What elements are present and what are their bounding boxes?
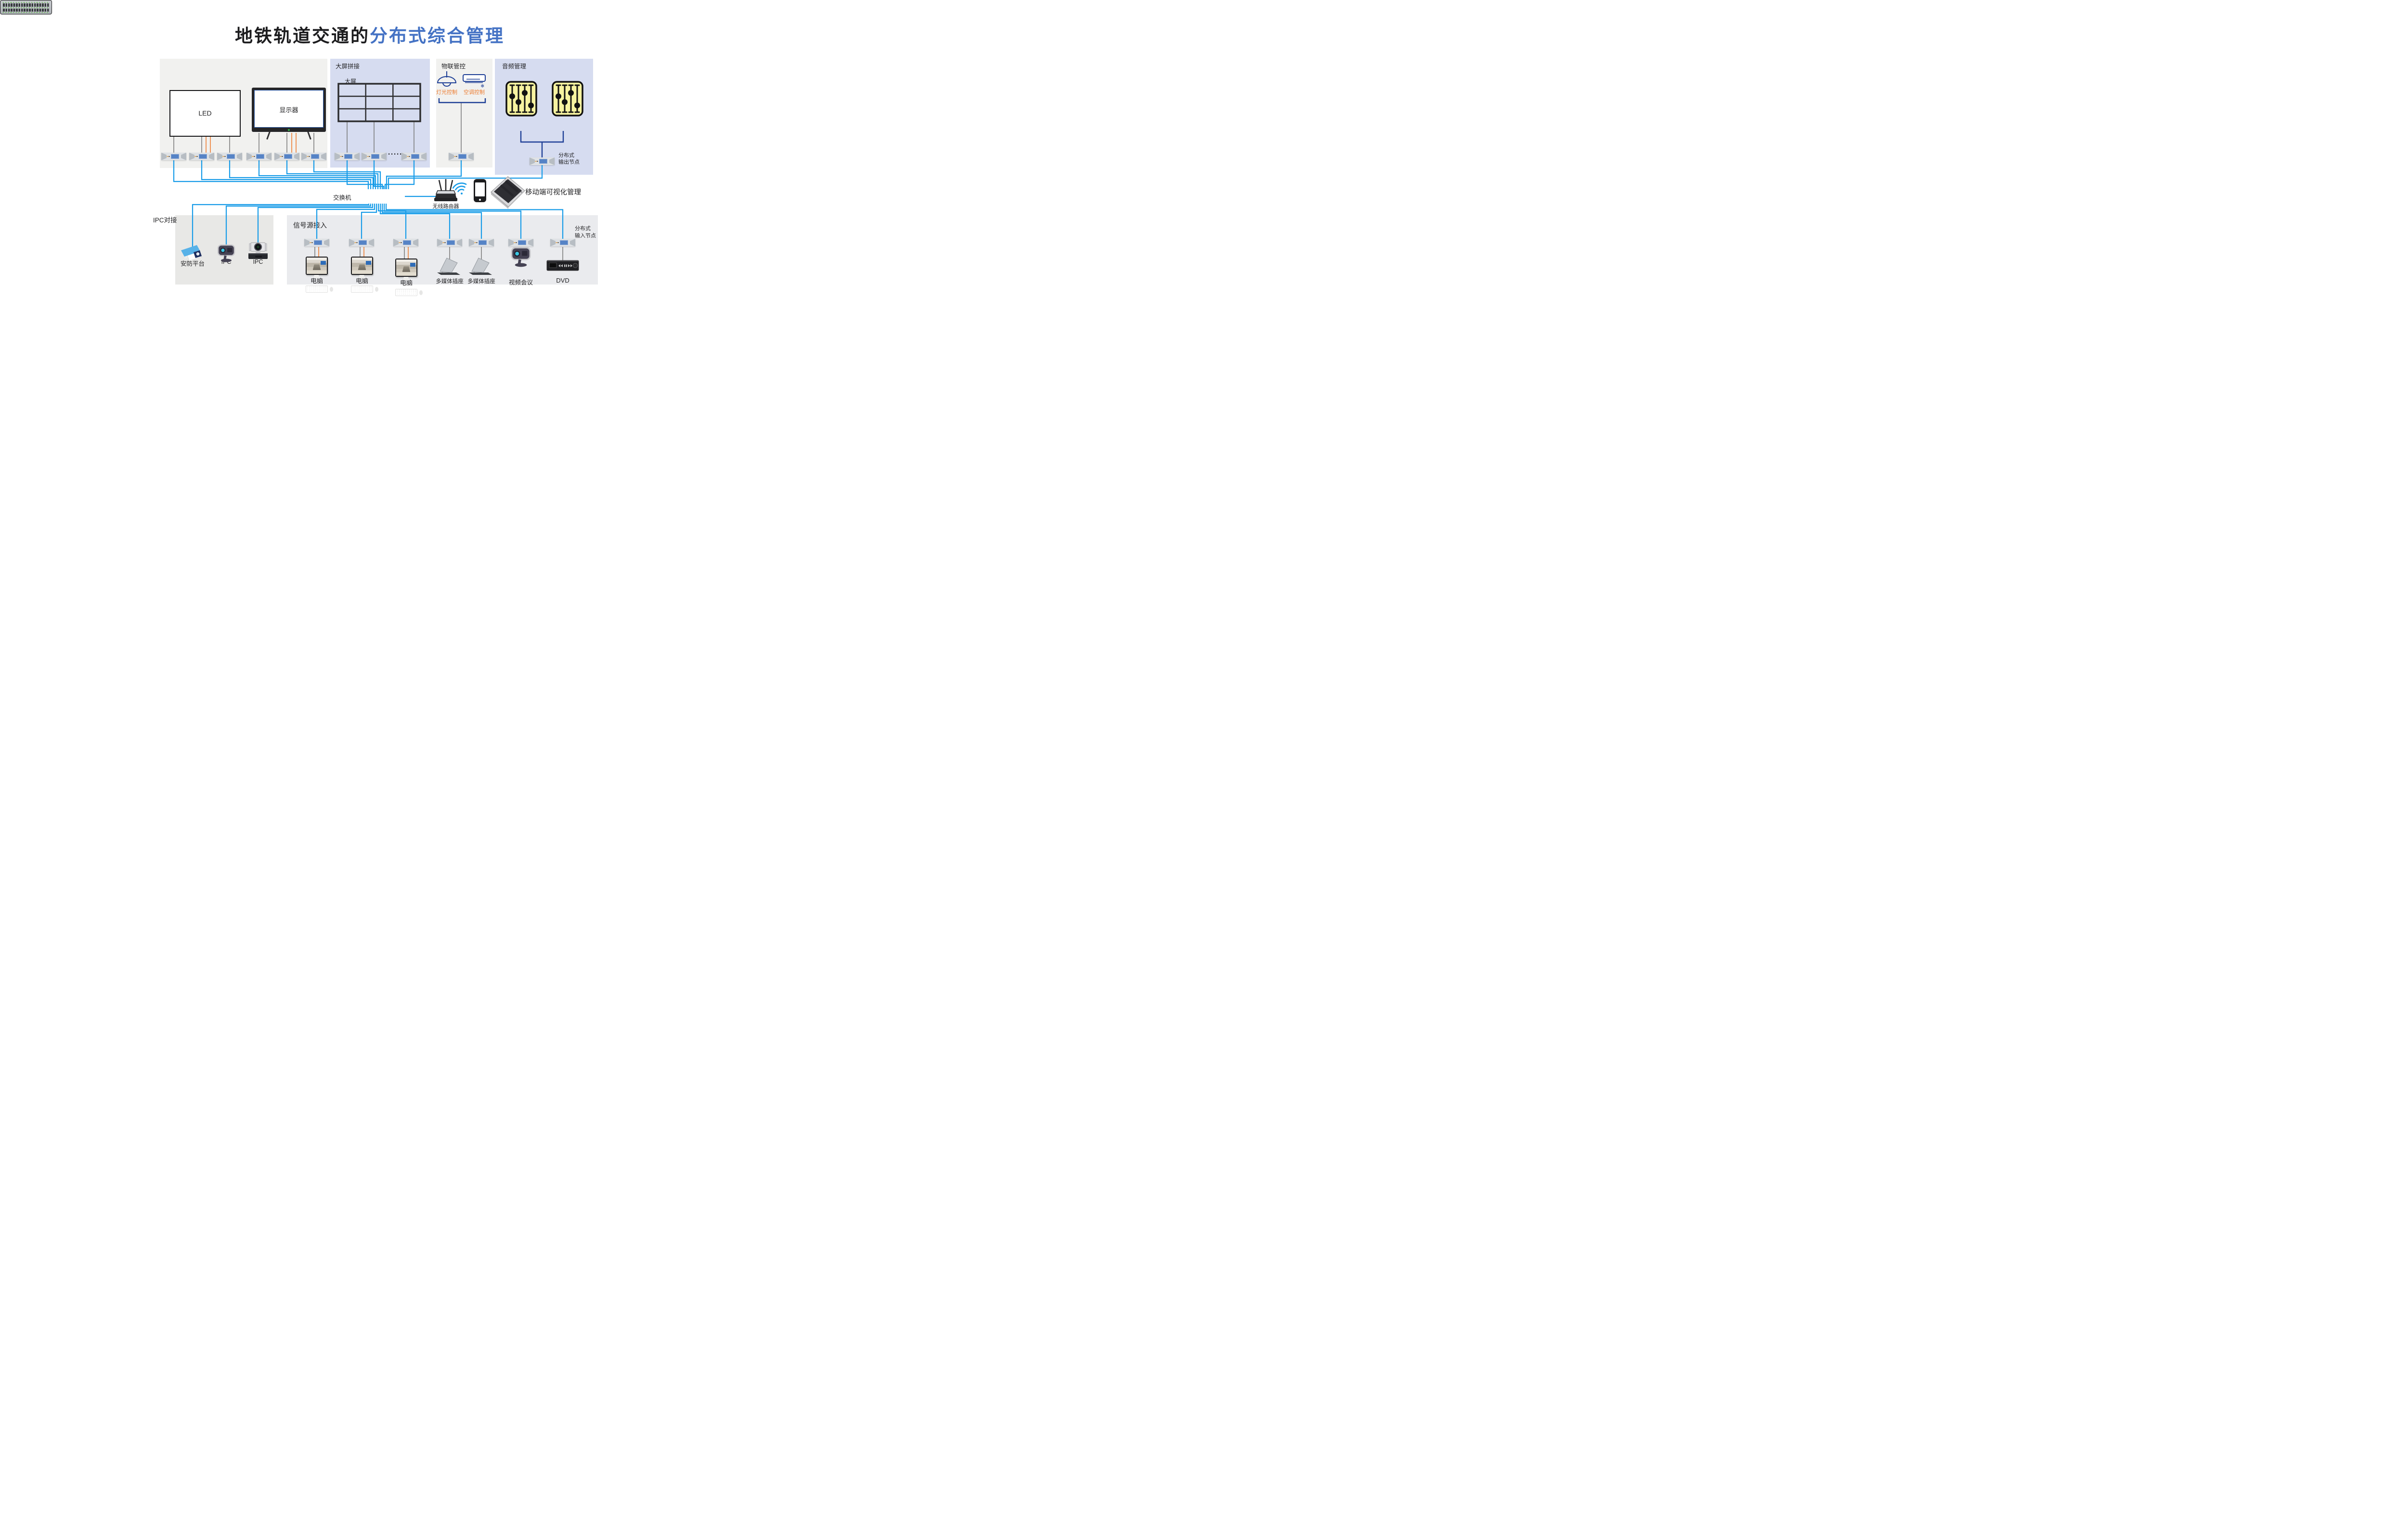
led-screen-label: LED <box>198 109 212 117</box>
input-node <box>304 239 329 246</box>
led-screen: LED <box>169 90 241 137</box>
keyboard-ghost-1 <box>306 285 333 293</box>
network-switch <box>0 0 52 14</box>
pc-monitor-3 <box>395 259 417 277</box>
ipc-camera-label-2: IPC <box>253 259 263 265</box>
switch-label: 交换机 <box>333 194 351 201</box>
distributed-output-node <box>530 157 555 165</box>
distributed-input-node <box>550 239 575 246</box>
page-title-highlight: 分布式综合管理 <box>370 26 505 46</box>
pc-monitor-2 <box>351 257 373 275</box>
input-node-label-line1: 分布式 <box>575 226 591 232</box>
media-socket-label-2: 多媒体插座 <box>467 279 495 285</box>
smartphone-icon <box>474 179 486 202</box>
ac-control-label: 空调控制 <box>464 90 485 95</box>
output-node-label-line1: 分布式 <box>558 153 574 158</box>
input-node <box>349 239 374 246</box>
pc-monitor-1 <box>306 257 328 275</box>
sources-panel-title: 信号源接入 <box>293 221 327 229</box>
output-node <box>301 153 326 160</box>
output-node <box>274 153 299 160</box>
input-node <box>393 239 418 246</box>
pc-stand-3 <box>403 277 409 280</box>
page-title: 地铁轨道交通的分布式综合管理 <box>0 21 739 47</box>
keyboard-ghost-2 <box>351 285 378 293</box>
diagram-canvas: 地铁轨道交通的分布式综合管理 <box>0 0 739 308</box>
keyboard-ghost-3 <box>395 289 423 296</box>
videowall-ellipsis: ······ <box>385 150 402 158</box>
wifi-icon <box>452 182 467 194</box>
input-node <box>437 239 462 246</box>
pc-label-3: 电脑 <box>400 279 413 286</box>
light-control-label: 灯光控制 <box>436 90 457 95</box>
pc-label-1: 电脑 <box>310 277 324 285</box>
monitor-screen-inner <box>254 90 324 128</box>
panel-audio <box>495 59 593 175</box>
output-node <box>217 153 242 160</box>
input-node <box>508 239 533 246</box>
audio-panel-title: 音频管理 <box>502 63 527 70</box>
panel-ipc <box>175 215 273 285</box>
monitor-power-led <box>288 129 290 131</box>
input-node <box>469 239 494 246</box>
output-node <box>161 153 186 160</box>
output-node <box>246 153 272 160</box>
security-platform-label: 安防平台 <box>180 260 205 267</box>
router-label: 无线路由器 <box>432 204 459 209</box>
monitor-screen: 显示器 <box>252 88 326 132</box>
dvd-label: DVD <box>556 277 569 284</box>
router-icon <box>434 179 457 201</box>
pc-stand-2 <box>359 275 365 278</box>
media-socket-label-1: 多媒体插座 <box>436 279 464 285</box>
input-node-label-line2: 输入节点 <box>575 233 596 239</box>
mobile-management-label: 移动端可视化管理 <box>525 189 581 196</box>
audio-mixer-icon-1 <box>505 81 537 116</box>
videowall-screen-label: 大屏 <box>345 78 357 85</box>
output-node <box>189 153 214 160</box>
pc-stand-1 <box>313 275 320 278</box>
page-title-prefix: 地铁轨道交通的 <box>235 26 370 46</box>
ipc-panel-title: IPC对接 <box>153 217 177 224</box>
audio-mixer-icon-2 <box>552 81 583 116</box>
panel-videowall <box>330 59 430 168</box>
output-node-label-line2: 输出节点 <box>558 159 580 165</box>
panel-sources <box>287 215 598 285</box>
output-node <box>362 153 387 160</box>
tablet-icon <box>490 176 526 209</box>
monitor-label: 显示器 <box>279 106 298 114</box>
output-node <box>335 153 360 160</box>
pc-label-2: 电脑 <box>355 277 369 285</box>
video-conference-label: 视频会议 <box>508 279 533 286</box>
ipc-camera-label-1: IPC <box>221 259 232 265</box>
panel-iot-control <box>436 59 492 168</box>
output-node <box>401 153 427 160</box>
videowall-panel-title: 大屏拼接 <box>336 63 360 70</box>
output-node <box>449 153 474 160</box>
iot-panel-title: 物联管控 <box>441 63 466 70</box>
